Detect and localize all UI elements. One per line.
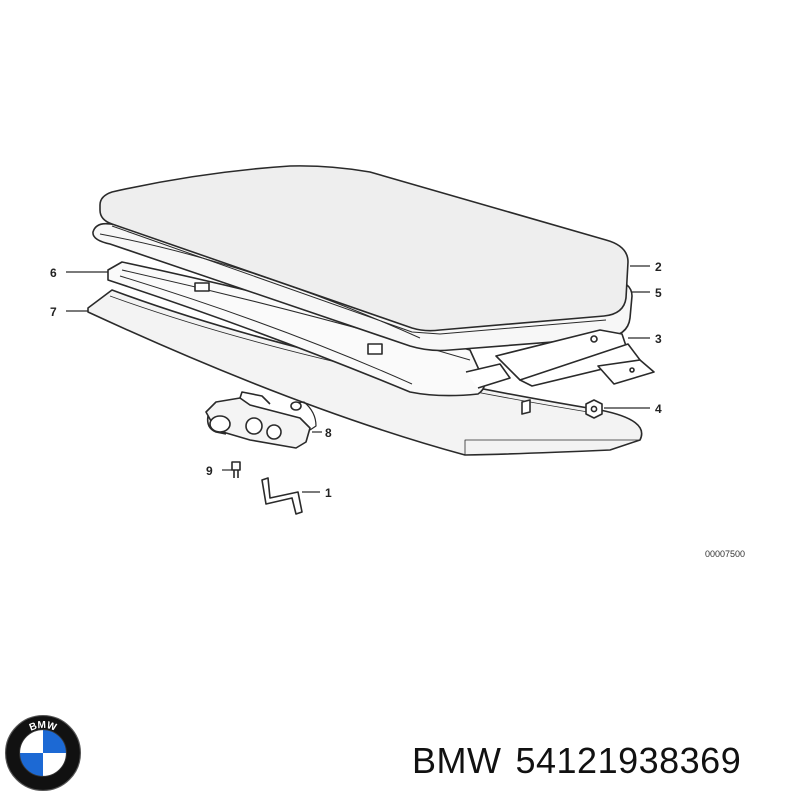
diagram-reference-code: 00007500 [705,549,745,559]
callout-5: 5 [655,286,662,300]
glass-panel [99,165,629,335]
brand-part-number: BMW 54121938369 [412,740,741,782]
callout-7: 7 [50,305,57,319]
callout-6: 6 [50,266,57,280]
leader-lines [66,265,650,493]
callout-labels: 2 5 6 7 3 4 8 9 1 00007500 [50,260,745,559]
part-number: 54121938369 [515,740,742,781]
logo-letters: BMW [28,720,58,734]
callout-8: 8 [325,426,332,440]
guide-bracket [597,359,655,385]
callout-2: 2 [655,260,662,274]
drive-motor [205,391,317,449]
bmw-roundel-icon: BMW [4,714,82,792]
screw [231,461,241,478]
nut [585,399,603,419]
callout-4: 4 [655,402,662,416]
hand-crank [261,477,303,515]
callout-3: 3 [655,332,662,346]
headliner-clip [521,399,531,415]
callout-1: 1 [325,486,332,500]
brand-name: BMW [412,740,502,781]
callout-9: 9 [206,464,213,478]
